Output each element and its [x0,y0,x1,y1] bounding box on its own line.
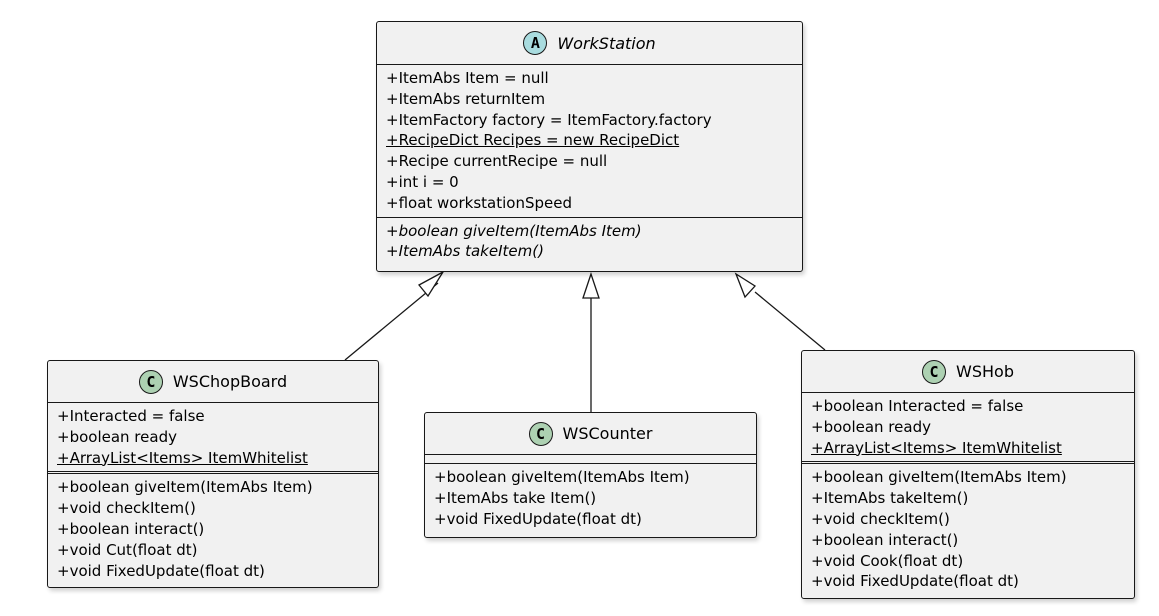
edge-chopboard-arrowhead [417,270,445,298]
method: +boolean interact() [57,519,205,538]
class-header: C WSChopBoard [48,361,378,403]
class-header: C WSCounter [425,413,756,455]
fields-section: +boolean Interacted = false +boolean rea… [802,393,1134,465]
field: +ItemAbs Item = null [386,69,549,87]
methods-section: +boolean giveItem(ItemAbs Item) +void ch… [48,474,378,584]
edge-hob-arrowhead [734,272,757,299]
field: +ItemFactory factory = ItemFactory.facto… [386,110,712,129]
static-field: +ArrayList<Items> ItemWhitelist [57,448,308,467]
field: +boolean ready [57,427,177,446]
class-wshob: C WSHob +boolean Interacted = false +boo… [801,350,1135,599]
field: +ItemAbs returnItem [386,89,546,108]
method: +boolean giveItem(ItemAbs Item) [434,468,690,486]
abstract-method: +boolean giveItem(ItemAbs Item) [386,221,642,240]
static-field: +RecipeDict Recipes = new RecipeDict [386,131,680,150]
methods-section: +boolean giveItem(ItemAbs Item) +ItemAbs… [377,218,802,266]
field: +float workstationSpeed [386,193,572,212]
method: +void checkItem() [811,509,950,528]
class-name: WSCounter [562,424,653,443]
class-icon: C [138,369,163,394]
field: +Interacted = false [57,407,205,425]
methods-section: +boolean giveItem(ItemAbs Item) +ItemAbs… [802,464,1134,595]
static-field: +ArrayList<Items> ItemWhitelist [811,438,1062,457]
method: +boolean giveItem(ItemAbs Item) [811,468,1067,487]
method: +boolean giveItem(ItemAbs Item) [57,478,313,497]
field: +boolean ready [811,417,931,436]
class-workstation: A WorkStation +ItemAbs Item = null +Item… [376,21,803,272]
class-icon: C [922,359,947,384]
class-wschopboard: C WSChopBoard +Interacted = false +boole… [47,360,379,588]
edge-hob-to-workstation [754,291,826,351]
abstract-class-icon: A [523,31,548,55]
abstract-method: +ItemAbs takeItem() [386,242,544,261]
class-name: WorkStation [557,33,656,53]
method: +void checkItem() [57,499,196,518]
fields-section: +ItemAbs Item = null +ItemAbs returnItem… [377,65,802,218]
class-header: C WSHob [802,351,1134,393]
methods-section: +boolean giveItem(ItemAbs Item) +ItemAbs… [425,464,756,532]
method: +boolean interact() [811,530,959,549]
method: +void FixedUpdate(float dt) [434,509,642,528]
method: +void FixedUpdate(float dt) [811,572,1019,591]
field: +boolean Interacted = false [811,397,1024,415]
method: +void Cut(float dt) [57,540,198,559]
class-name: WSChopBoard [172,372,288,391]
field: +Recipe currentRecipe = null [386,152,608,171]
fields-section: +Interacted = false +boolean ready +Arra… [48,403,378,475]
method: +void FixedUpdate(float dt) [57,561,265,580]
edge-counter-arrowhead [582,271,600,299]
method: +void Cook(float dt) [811,551,964,570]
class-icon: C [528,421,553,446]
method: +ItemAbs takeItem() [811,489,969,508]
class-wscounter: C WSCounter +boolean giveItem(ItemAbs It… [424,412,757,538]
fields-section [425,455,756,464]
edge-chopboard-to-workstation [344,282,439,361]
field: +int i = 0 [386,172,459,191]
method: +ItemAbs take Item() [434,488,597,507]
class-header: A WorkStation [377,22,802,65]
class-name: WSHob [956,362,1014,381]
